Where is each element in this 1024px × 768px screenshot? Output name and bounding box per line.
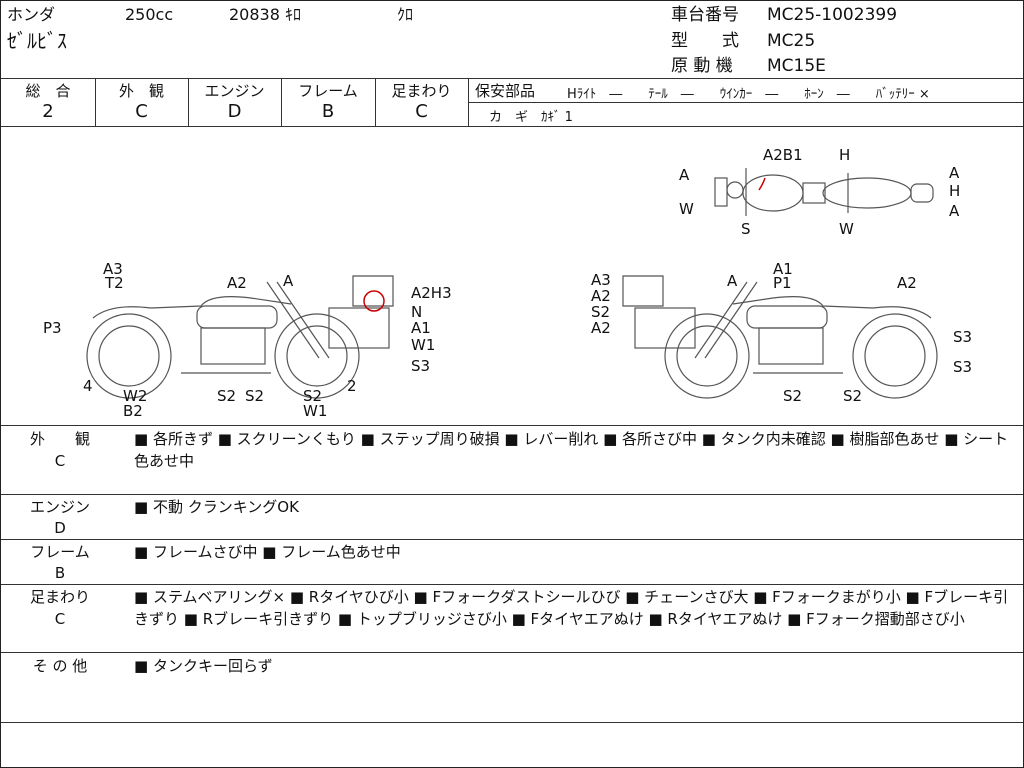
divider	[468, 78, 469, 126]
diagram-label: W1	[303, 402, 327, 420]
diagram-label: S2	[245, 387, 264, 405]
diagram-label: A2	[591, 319, 611, 337]
diagram-label: A1	[773, 260, 793, 278]
type-value: MC25	[767, 31, 816, 51]
divider	[1, 539, 1023, 540]
diagram-label: S2	[843, 387, 862, 405]
exterior-label: 外 観	[118, 82, 164, 100]
safety-items: Hﾗｲﾄ ― ﾃｰﾙ ― ｳｲﾝｶｰ ― ﾎｰﾝ ― ﾊﾞｯﾃﾘｰ ×	[567, 87, 930, 102]
diagram-label: W	[839, 220, 854, 238]
divider	[1, 78, 1023, 79]
diagram-label: S2	[303, 387, 322, 405]
diagram-label: S2	[783, 387, 802, 405]
diagram-label: A2	[227, 274, 247, 292]
type-label: 型 式	[671, 31, 739, 51]
section-title: エンジン	[29, 498, 90, 516]
diagram-label: S3	[953, 328, 972, 346]
mileage: 20838 ｷﾛ	[229, 5, 301, 24]
frame-no: MC25-1002399	[767, 5, 898, 25]
diagram-label: H	[839, 146, 850, 164]
diagram-label: S	[741, 220, 751, 238]
diagram-label: S2	[591, 303, 610, 321]
right-side-bike	[622, 275, 938, 399]
overall-grade: 2	[42, 101, 54, 122]
section-body: ■ フレームさび中 ■ フレーム色あせ中	[134, 543, 401, 561]
damage-mark	[758, 177, 766, 191]
section-title: 足まわり	[29, 588, 90, 606]
maker: ホンダ	[7, 5, 56, 24]
overall-label: 総 合	[25, 82, 71, 100]
diagram-label: A2H3	[411, 284, 452, 302]
divider	[95, 78, 96, 126]
engine-grade: D	[227, 101, 242, 122]
diagram-label: S3	[953, 358, 972, 376]
diagram-label: W2	[123, 387, 147, 405]
exterior-grade: C	[135, 101, 148, 122]
divider	[188, 78, 189, 126]
frame-grade: B	[321, 101, 335, 122]
section-grade: B	[54, 564, 66, 582]
diagram-label: W	[679, 200, 694, 218]
diagram-label: S2	[217, 387, 236, 405]
section-body: ■ 各所きず ■ スクリーンくもり ■ ステップ周り破損 ■ レバー削れ ■ 各…	[134, 430, 1009, 470]
diagram-label: A	[949, 164, 960, 182]
diagram-label: P1	[773, 274, 792, 292]
engine-value: MC15E	[767, 56, 826, 76]
color: ｸﾛ	[397, 5, 414, 24]
suspension-grade: C	[415, 101, 428, 122]
diagram-label: W1	[411, 336, 435, 354]
divider	[469, 102, 1023, 103]
diagram-label: P3	[43, 319, 62, 337]
divider	[1, 652, 1023, 653]
divider	[281, 78, 282, 126]
section-body: ■ ステムベアリング× ■ Rタイヤひび小 ■ Fフォークダストシールひび ■ …	[134, 588, 1009, 628]
diagram-label: A	[679, 166, 690, 184]
key-line: カ ギ ｶｷﾞ 1	[489, 110, 573, 125]
diagram-label: H	[949, 182, 960, 200]
diagram-label: N	[411, 303, 422, 321]
suspension-grade-label: 足まわり	[391, 82, 452, 100]
diagram-label: A1	[411, 319, 431, 337]
divider	[1, 584, 1023, 585]
displacement: 250cc	[125, 5, 174, 24]
model-name: ｾﾞﾙﾋﾞｽ	[7, 29, 67, 53]
left-side-bike	[86, 275, 394, 399]
divider	[375, 78, 376, 126]
diagram-label: A3	[591, 271, 611, 289]
diagram-label: B2	[123, 402, 143, 420]
divider	[1, 126, 1023, 127]
diagram-label: A2	[897, 274, 917, 292]
top-view-bike	[714, 168, 934, 216]
diagram-label: A2	[591, 287, 611, 305]
frame-grade-label: フレーム	[298, 82, 358, 100]
damage-mark	[363, 290, 385, 312]
divider	[1, 425, 1023, 426]
diagram-label: 4	[83, 377, 93, 395]
section-body: ■ 不動 クランキングOK	[134, 498, 299, 516]
section-title: フレーム	[30, 543, 90, 561]
diagram-label: A	[283, 272, 294, 290]
engine-label: 原 動 機	[671, 56, 733, 76]
section-title: 外 観	[29, 430, 90, 448]
section-title: そ の 他	[32, 657, 88, 675]
diagram-label: T2	[104, 274, 124, 292]
section-grade: C	[54, 610, 66, 628]
diagram-label: 2	[347, 377, 357, 395]
section-grade: D	[54, 519, 66, 537]
section-body: ■ タンクキー回らず	[134, 657, 273, 675]
diagram-label: A	[727, 272, 738, 290]
diagram-label: A3	[103, 260, 123, 278]
section-grade: C	[54, 452, 66, 470]
frame-no-label: 車台番号	[671, 5, 739, 25]
diagram-label: A2B1	[763, 146, 803, 164]
diagram-label: S3	[411, 357, 430, 375]
divider	[1, 722, 1023, 723]
divider	[1, 494, 1023, 495]
engine-grade-label: エンジン	[204, 82, 265, 100]
safety-label: 保安部品	[475, 82, 536, 100]
diagram-label: A	[949, 202, 960, 220]
